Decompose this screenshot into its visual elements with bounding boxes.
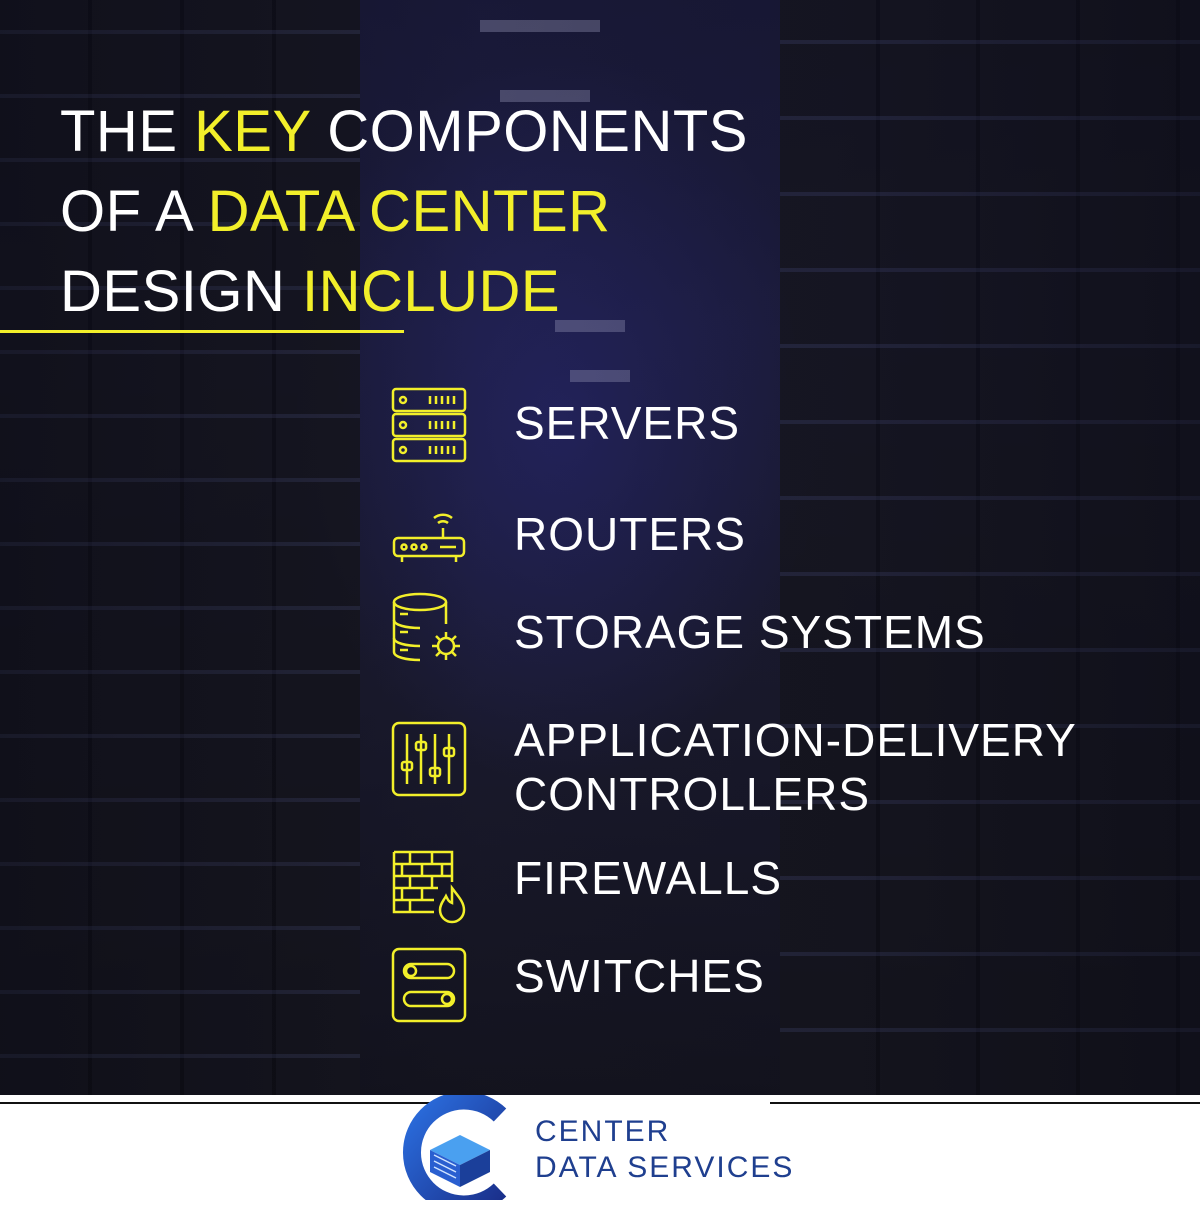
- router-icon: [390, 496, 468, 574]
- component-label: SWITCHES: [514, 950, 765, 1002]
- accent-divider: [0, 330, 404, 333]
- company-logo: [400, 1091, 520, 1205]
- component-label: STORAGE SYSTEMS: [514, 606, 986, 658]
- footer-divider-left: [0, 1102, 430, 1104]
- component-label: ROUTERS: [514, 508, 746, 560]
- overlay-shade: [0, 0, 1200, 1095]
- footer: CENTER DATA SERVICES: [0, 1091, 1200, 1205]
- headline-text: DESIGN: [60, 259, 302, 324]
- headline-line-3: DESIGN INCLUDE: [60, 252, 960, 332]
- component-label: SERVERS: [514, 397, 741, 449]
- headline-text: THE: [60, 99, 195, 164]
- firewall-icon: [390, 848, 468, 926]
- headline-text: OF A: [60, 179, 208, 244]
- poster-background: THE KEY COMPONENTS OF A DATA CENTER DESI…: [0, 0, 1200, 1095]
- server-rack-icon: [390, 386, 468, 464]
- headline-line-2: OF A DATA CENTER: [60, 172, 960, 252]
- headline-text: COMPONENTS: [310, 99, 748, 164]
- headline-highlight: DATA CENTER: [207, 179, 611, 244]
- switch-toggle-icon: [390, 946, 468, 1024]
- component-label: FIREWALLS: [514, 852, 783, 904]
- component-label-line-2: CONTROLLERS: [514, 768, 871, 820]
- storage-database-icon: [390, 592, 468, 670]
- footer-divider-right: [770, 1102, 1200, 1104]
- sliders-controller-icon: [390, 720, 468, 798]
- headline-line-1: THE KEY COMPONENTS: [60, 92, 960, 172]
- brand-name-line-1: CENTER: [535, 1115, 671, 1148]
- headline: THE KEY COMPONENTS OF A DATA CENTER DESI…: [60, 92, 960, 332]
- headline-highlight: KEY: [194, 99, 311, 164]
- headline-highlight: INCLUDE: [302, 259, 561, 324]
- brand-name-line-2: DATA SERVICES: [535, 1151, 795, 1184]
- component-label-line-1: APPLICATION-DELIVERY: [514, 714, 1077, 766]
